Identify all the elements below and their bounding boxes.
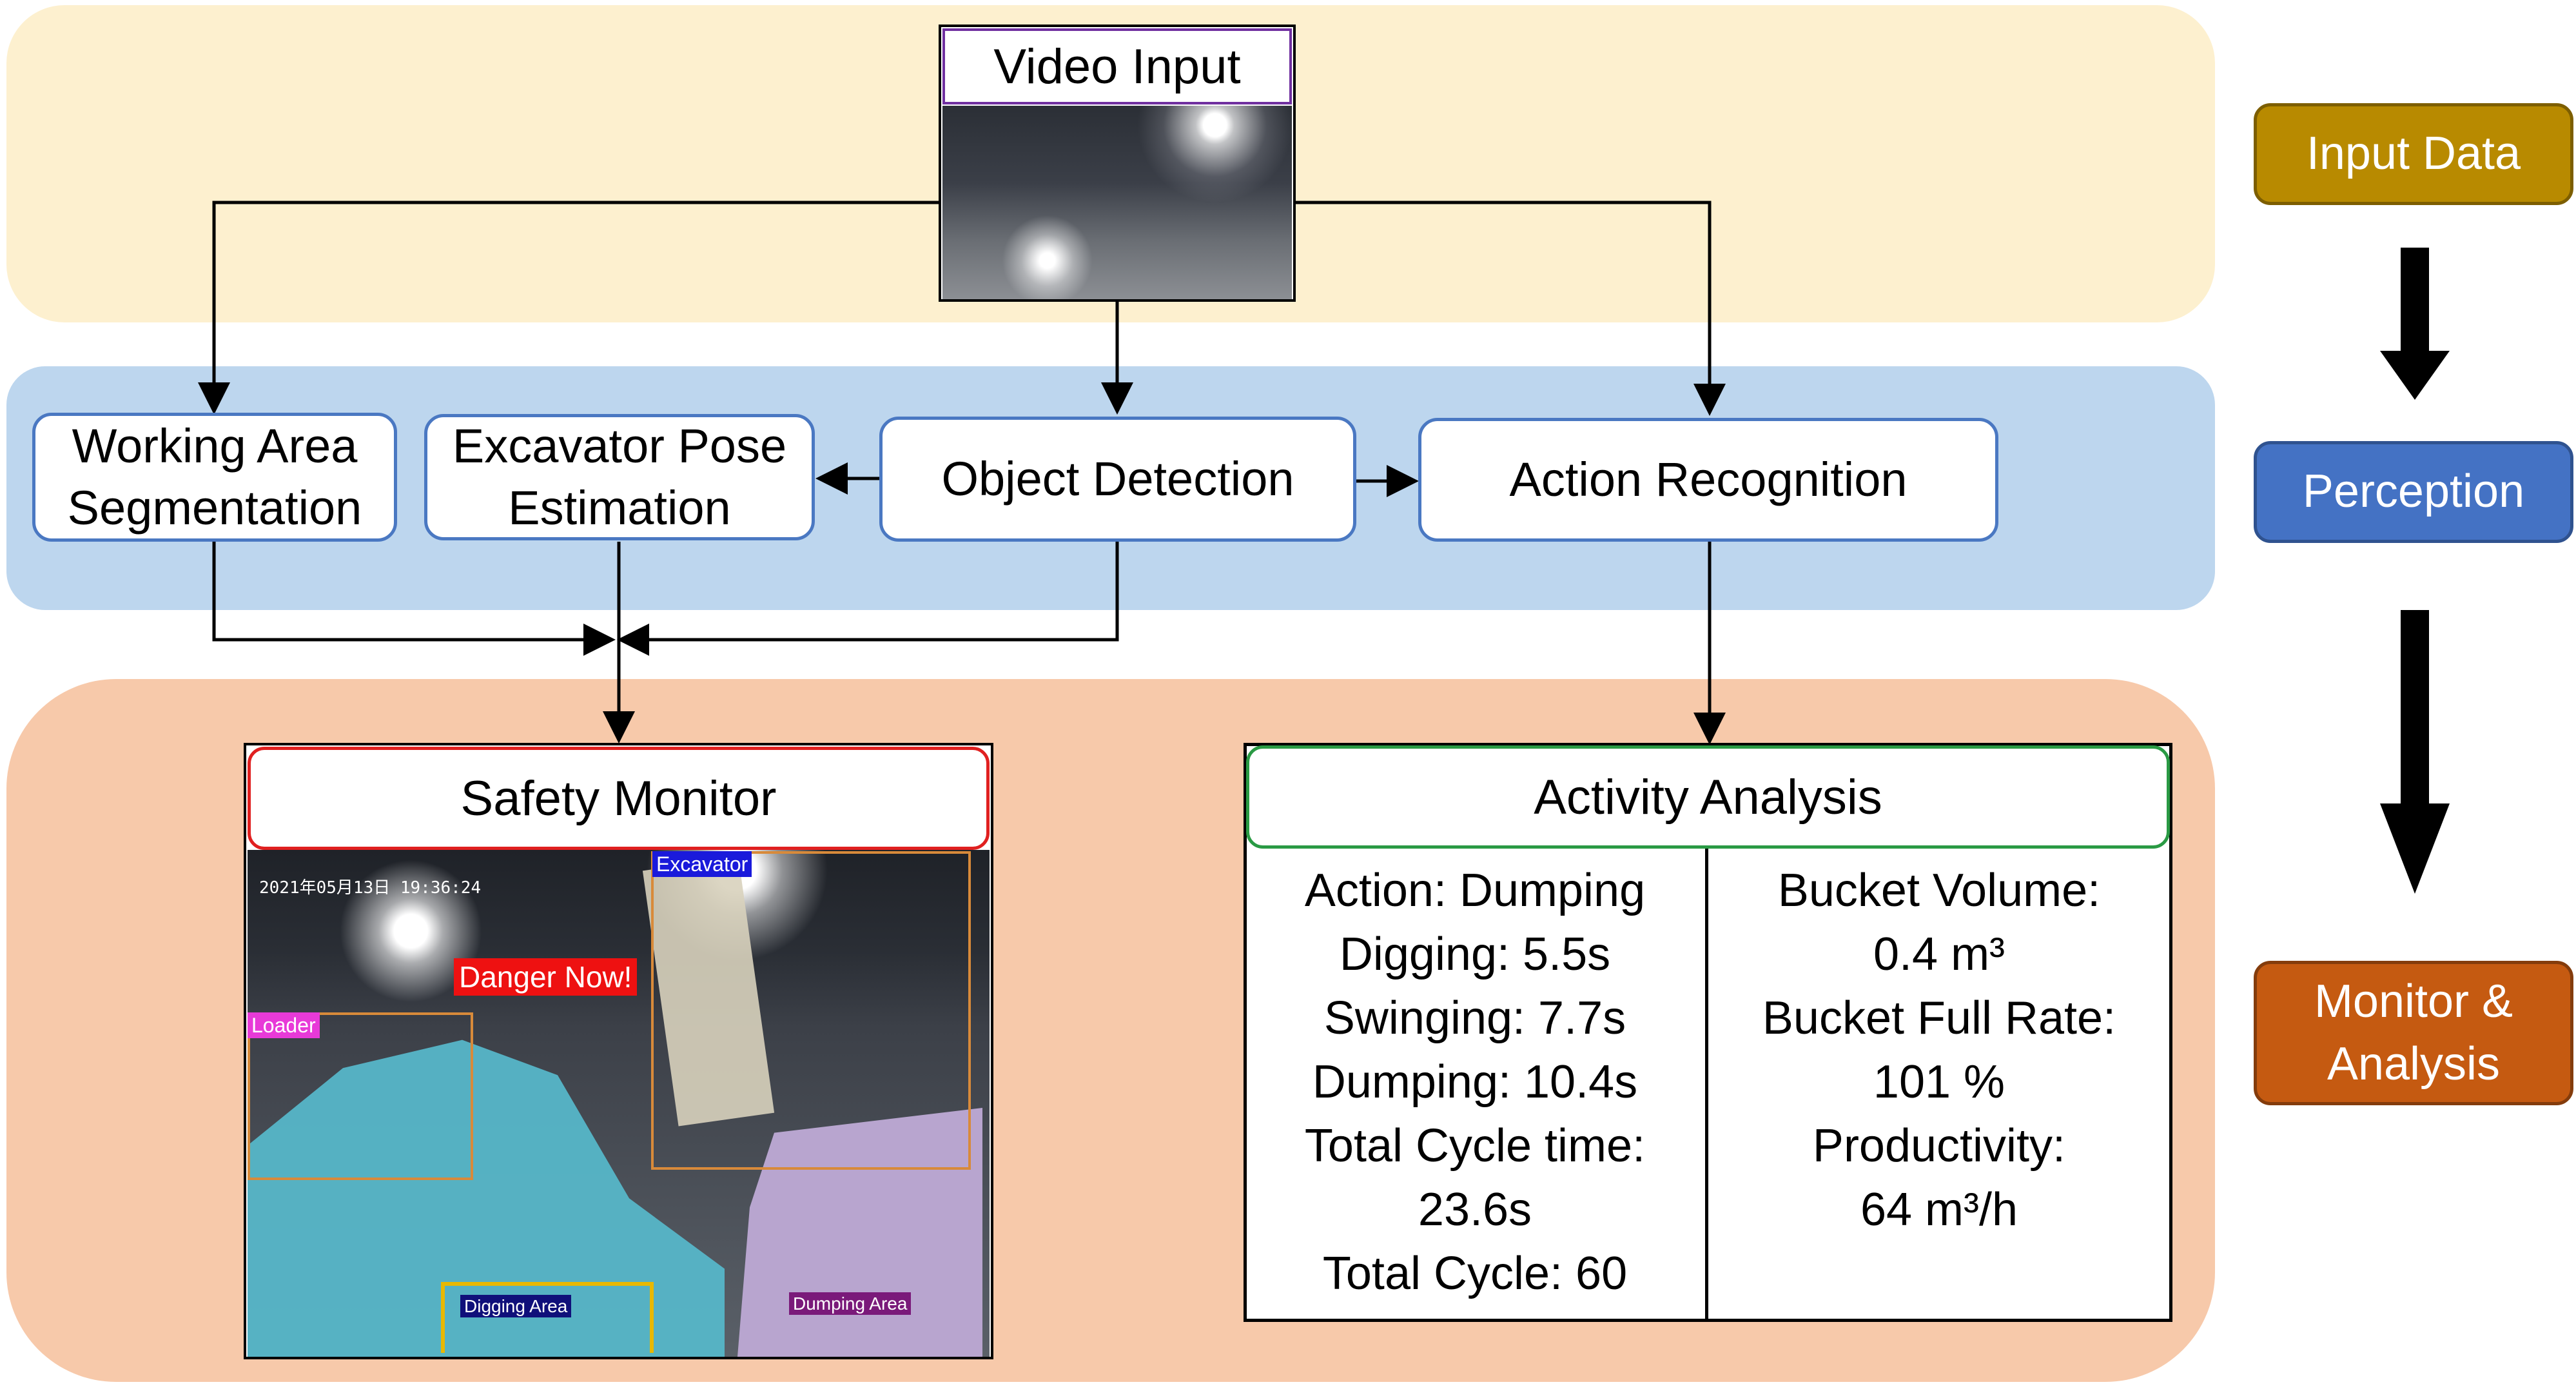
activity-line: 101 %: [1873, 1056, 2005, 1108]
activity-divider: [1705, 849, 1708, 1322]
safety-monitor-image: 2021年05月13日 19:36:24 Excavator Loader Da…: [248, 850, 990, 1357]
activity-line: Bucket Full Rate:: [1762, 992, 2116, 1044]
loader-bounding-box: [248, 1012, 473, 1180]
activity-line: 23.6s: [1418, 1184, 1532, 1236]
line-detection-merge: [617, 542, 1119, 656]
legend-input-data: Input Data: [2254, 103, 2573, 205]
loader-tag: Loader: [248, 1012, 320, 1038]
activity-line: Action: Dumping: [1304, 865, 1646, 916]
action-recognition-label: Action Recognition: [1509, 452, 1908, 506]
video-timestamp: 2021年05月13日 19:36:24: [259, 878, 482, 898]
dumping-area-mask: [737, 1108, 982, 1357]
activity-line: Total Cycle: 60: [1322, 1248, 1628, 1299]
safety-fence-shape: [441, 1282, 654, 1353]
legend-perception-label: Perception: [2302, 466, 2525, 518]
digging-area-tag: Digging Area: [460, 1295, 572, 1317]
arrow-video-to-action: [1292, 201, 1726, 416]
line-segmentation-merge: [212, 542, 616, 656]
activity-line: Bucket Volume:: [1777, 865, 2101, 916]
excavator-pose-estimation-node: Excavator Pose Estimation: [424, 414, 815, 540]
activity-line: Dumping: 10.4s: [1312, 1056, 1638, 1108]
excavator-tag: Excavator: [652, 851, 752, 877]
legend-flow-arrows: [2380, 248, 2450, 894]
activity-line: 0.4 m³: [1873, 929, 2005, 980]
working-area-segmentation-label: Working Area Segmentation: [67, 419, 362, 535]
activity-line: Swinging: 7.7s: [1323, 992, 1626, 1044]
activity-line: 64 m³/h: [1860, 1184, 2018, 1236]
excavator-pose-estimation-label: Excavator Pose Estimation: [452, 419, 787, 535]
dumping-area-tag: Dumping Area: [789, 1292, 912, 1315]
video-input-title: Video Input: [942, 28, 1292, 104]
video-input-image: [942, 106, 1292, 299]
legend-perception: Perception: [2254, 441, 2573, 543]
safety-monitor-title: Safety Monitor: [248, 747, 990, 850]
excavator-bounding-box: [651, 851, 971, 1170]
activity-timing-column: Action: Dumping Digging: 5.5s Swinging: …: [1247, 859, 1703, 1306]
activity-productivity-column: Bucket Volume: 0.4 m³ Bucket Full Rate: …: [1710, 859, 2169, 1242]
activity-line: Productivity:: [1812, 1120, 2066, 1172]
legend-monitor-analysis-label: Monitor & Analysis: [2314, 975, 2513, 1090]
arrow-video-to-segmentation: [198, 201, 942, 415]
legend-monitor-analysis: Monitor & Analysis: [2254, 961, 2573, 1105]
activity-line: Digging: 5.5s: [1339, 929, 1611, 980]
legend-input-data-label: Input Data: [2306, 128, 2521, 180]
object-detection-label: Object Detection: [941, 451, 1294, 506]
action-recognition-node: Action Recognition: [1418, 418, 1998, 542]
working-area-segmentation-node: Working Area Segmentation: [32, 413, 397, 542]
object-detection-node: Object Detection: [879, 417, 1356, 542]
activity-analysis-title: Activity Analysis: [1246, 745, 2170, 849]
activity-line: Total Cycle time:: [1304, 1120, 1646, 1172]
danger-alert: Danger Now!: [454, 958, 638, 996]
